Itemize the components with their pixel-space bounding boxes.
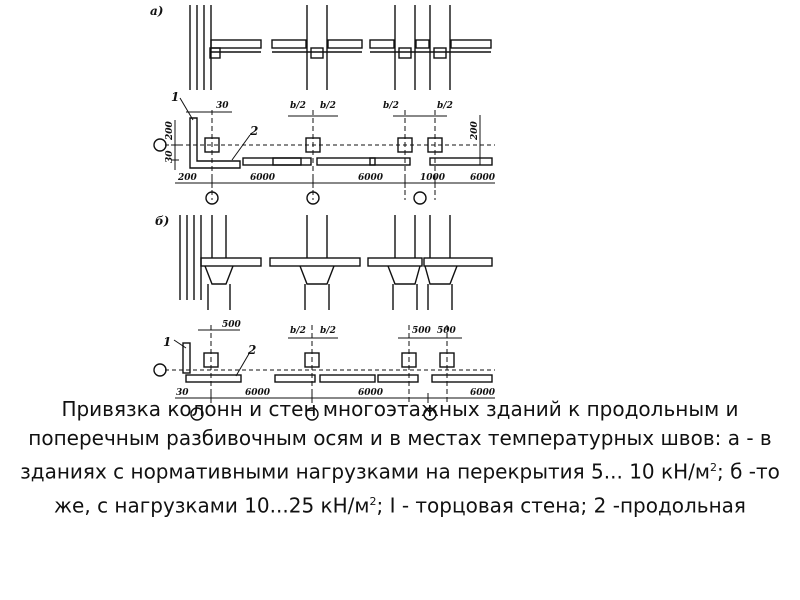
dim-200-bottom-a: 200 [177,173,198,183]
dim-1000-a: 1000 [420,173,446,183]
dim-6000-b2: 6000 [358,388,384,398]
section-b-joint-columns [367,215,493,310]
axis-bubble [305,407,319,421]
dim-500-b2: 500 [412,326,432,336]
callout-1-a: 1 [171,90,179,104]
dim-6000-a2: 6000 [358,173,384,183]
section-b-middle-column [269,215,361,310]
section-a-joint-columns [369,5,492,90]
dim-b2-a3: b/2 [383,101,399,111]
axis-bubble [413,191,427,205]
dim-b2-a2: b/2 [320,101,336,111]
label-part-a: а) [150,4,163,18]
callout-2-b: 2 [247,343,256,357]
dim-6000-b1: 6000 [245,388,271,398]
section-a-end-wall [189,5,262,90]
dim-6000-a3: 6000 [470,173,496,183]
section-a-middle-column [271,5,363,90]
dim-b2-b2: b/2 [320,326,336,336]
caption-sup-2: 2 [369,494,377,508]
callout-2-a: 2 [249,124,258,138]
end-wall-b [182,342,191,374]
end-wall-a [189,117,241,169]
caption-sup-1: 2 [709,461,717,474]
plan-b [153,325,495,405]
dim-6000-b3: 6000 [470,388,496,398]
caption-part-1: Привязка колонн и стен многоэтажных здан… [20,397,772,484]
callout-1-b: 1 [163,335,171,349]
axis-bubble [306,191,320,205]
figure-caption: Привязка колонн и стен многоэтажных здан… [20,395,780,520]
axis-bubble [153,138,167,152]
dim-b2-a4: b/2 [437,101,453,111]
dim-30-bottom-b: 30 [176,388,189,398]
label-part-b: б) [155,214,169,228]
caption-part-3: ; I - торцовая стена; 2 -продольная [376,493,746,518]
dim-30-top-a: 30 [216,101,229,111]
dim-200-left-a: 200 [165,120,175,141]
caption-part-2: ; б -то же, с нагрузками 10...25 кН/м [54,459,780,518]
dim-30-left-a: 30 [165,150,175,163]
dim-b2-a1: b/2 [290,101,306,111]
dim-6000-a1: 6000 [250,173,276,183]
dim-500-b3: 500 [437,326,457,336]
axis-bubble [190,407,204,421]
axis-bubble [153,363,167,377]
dim-500-b1: 500 [222,320,242,330]
axis-bubble [423,407,437,421]
dim-b2-b1: b/2 [290,326,306,336]
plan-a [153,97,495,205]
section-b-end-wall [179,215,262,310]
dim-200-right-a: 200 [470,120,480,141]
axis-bubble [205,191,219,205]
